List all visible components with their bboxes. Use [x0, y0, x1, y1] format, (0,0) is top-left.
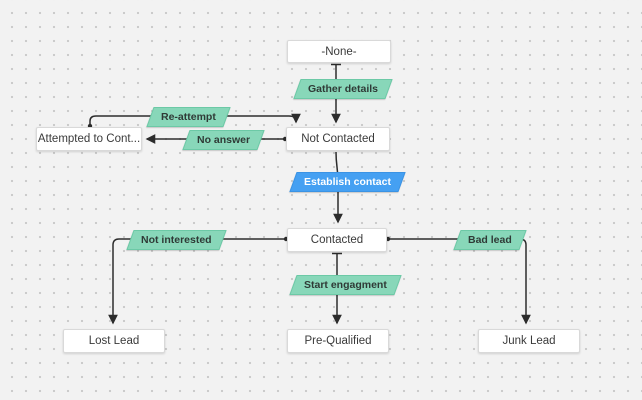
edge-not-interested	[108, 238, 287, 325]
state-junk-lead-label: Junk Lead	[502, 335, 556, 347]
transition-establish-contact[interactable]: Establish contact	[289, 172, 406, 192]
state-not-contacted[interactable]: Not Contacted	[286, 127, 390, 151]
state-attempted-to-contact[interactable]: Attempted to Cont...	[36, 127, 142, 151]
state-junk-lead[interactable]: Junk Lead	[478, 329, 580, 353]
state-contacted-label: Contacted	[310, 234, 364, 246]
transition-re-attempt[interactable]: Re-attempt	[146, 107, 231, 127]
state-none-label: -None-	[321, 45, 357, 58]
state-pre-qualified-label: Pre-Qualified	[304, 335, 372, 347]
transition-bad-lead-label: Bad lead	[468, 234, 512, 246]
transition-re-attempt-label: Re-attempt	[161, 111, 216, 123]
transition-no-answer[interactable]: No answer	[182, 130, 265, 150]
state-pre-qualified[interactable]: Pre-Qualified	[287, 329, 389, 353]
state-not-contacted-label: Not Contacted	[301, 133, 375, 145]
transition-start-engagment[interactable]: Start engagment	[289, 275, 402, 295]
state-contacted[interactable]: Contacted	[287, 228, 387, 252]
transition-not-interested[interactable]: Not interested	[126, 230, 227, 250]
transition-gather-details[interactable]: Gather details	[293, 79, 393, 99]
state-lost-lead[interactable]: Lost Lead	[63, 329, 165, 353]
state-none[interactable]: -None-	[287, 40, 391, 63]
edge-bad-lead	[387, 238, 531, 325]
state-lost-lead-label: Lost Lead	[88, 335, 140, 347]
state-attempted-to-contact-label: Attempted to Cont...	[37, 133, 141, 145]
transition-not-interested-label: Not interested	[141, 234, 212, 246]
transition-no-answer-label: No answer	[197, 134, 251, 146]
transition-gather-details-label: Gather details	[308, 83, 379, 95]
transition-bad-lead[interactable]: Bad lead	[453, 230, 527, 250]
transition-establish-contact-label: Establish contact	[304, 176, 391, 188]
transition-start-engagment-label: Start engagment	[304, 279, 387, 291]
